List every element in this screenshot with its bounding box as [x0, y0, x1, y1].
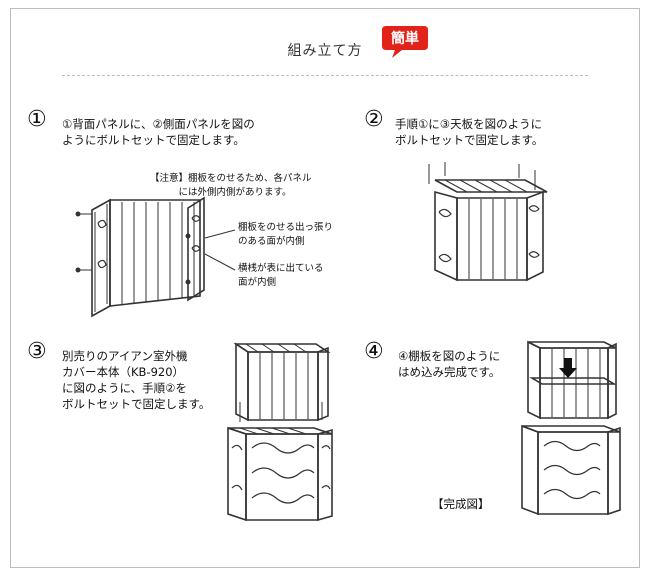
- easy-badge: 簡単: [391, 31, 419, 47]
- step-3-assembly-illustration: [227, 342, 333, 522]
- inner-bar-note: 横桟が表に出ている 面が内側: [238, 263, 324, 288]
- step-4-number: ④: [364, 339, 384, 364]
- content-frame: [10, 8, 640, 568]
- step-3-number: ③: [27, 339, 47, 364]
- complete-label: 【完成図】: [432, 497, 490, 511]
- step-2-top-plate-illustration: [428, 162, 548, 282]
- step-4-text: ④棚板を図のように はめ込み完成です。: [398, 349, 501, 379]
- step-3-text: 別売りのアイアン室外機 カバー本体（KB-920） に図のように、手順②を ボル…: [62, 349, 211, 411]
- title-divider: [62, 75, 588, 76]
- step-2-number: ②: [364, 107, 384, 132]
- step-1-panel-illustration: [75, 196, 236, 318]
- step-4-complete-illustration: [521, 340, 621, 516]
- speech-bubble-icon: [382, 26, 428, 58]
- page-title: 組み立て方: [287, 43, 363, 59]
- inner-shelf-note: 棚板をのせる出っ張り のある面が内側: [238, 222, 334, 247]
- step-2-text: 手順①に③天板を図のように ボルトセットで固定します。: [395, 117, 544, 147]
- step-1-text: ①背面パネルに、②側面パネルを図の ようにボルトセットで固定します。: [62, 117, 255, 147]
- step-1-number: ①: [27, 107, 47, 132]
- caution-note: 【注意】棚板をのせるため、各パネル には外側内側があります。: [150, 173, 312, 198]
